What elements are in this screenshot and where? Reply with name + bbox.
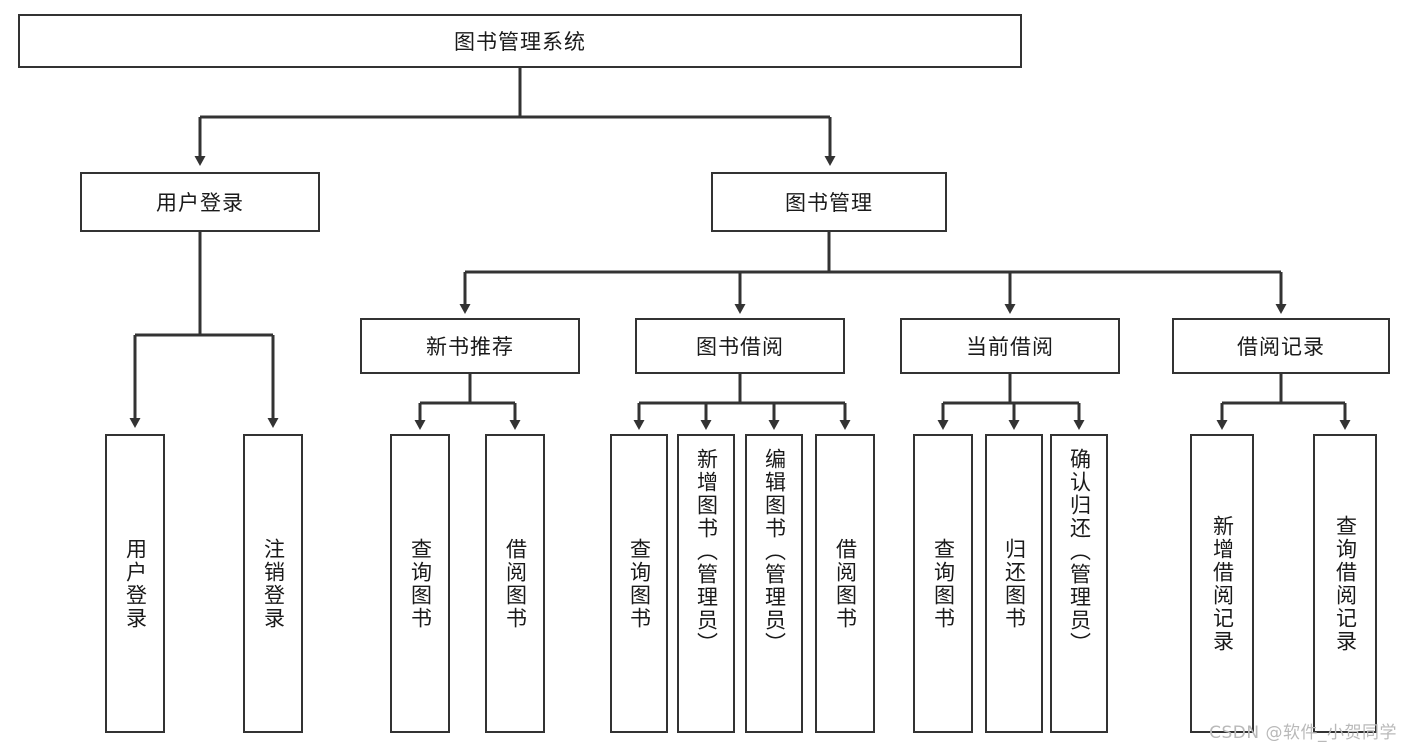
node-leaf-logout[interactable]: 注销登录 [243,434,303,733]
node-user-login[interactable]: 用户登录 [80,172,320,232]
node-leaf-query-borrow-record-label: 查询借阅记录 [1333,514,1358,653]
csdn-watermark: CSDN @软件_小贺同学 [1209,723,1397,743]
node-borrow-record[interactable]: 借阅记录 [1172,318,1390,374]
node-leaf-return-book-label: 归还图书 [1002,537,1027,630]
node-leaf-query-book-2-label: 查询图书 [627,537,652,630]
node-leaf-query-book-3-label: 查询图书 [931,537,956,630]
node-leaf-edit-book[interactable]: 编辑图书（管理员） [745,434,803,733]
node-book-borrow-label: 图书借阅 [696,335,784,359]
node-leaf-query-book-2[interactable]: 查询图书 [610,434,668,733]
node-leaf-query-book-3[interactable]: 查询图书 [913,434,973,733]
node-current-borrow-label: 当前借阅 [966,335,1054,359]
node-leaf-user-login[interactable]: 用户登录 [105,434,165,733]
node-new-book-recommend[interactable]: 新书推荐 [360,318,580,374]
node-leaf-add-book[interactable]: 新增图书（管理员） [677,434,735,733]
node-leaf-borrow-book-2[interactable]: 借阅图书 [815,434,875,733]
node-root-label: 图书管理系统 [454,30,586,54]
node-leaf-add-book-label: 新增图书（管理员） [694,448,719,655]
node-leaf-edit-book-label: 编辑图书（管理员） [762,448,787,655]
node-new-book-recommend-label: 新书推荐 [426,335,514,359]
node-root[interactable]: 图书管理系统 [18,14,1022,68]
node-leaf-logout-label: 注销登录 [261,537,286,630]
node-leaf-return-book[interactable]: 归还图书 [985,434,1043,733]
node-leaf-borrow-book-1-label: 借阅图书 [503,537,528,630]
node-leaf-borrow-book-2-label: 借阅图书 [833,537,858,630]
node-book-borrow[interactable]: 图书借阅 [635,318,845,374]
node-leaf-add-borrow-record-label: 新增借阅记录 [1210,514,1235,653]
node-user-login-label: 用户登录 [156,191,244,215]
node-leaf-confirm-return-label: 确认归还（管理员） [1067,448,1092,655]
node-leaf-query-book-1[interactable]: 查询图书 [390,434,450,733]
node-leaf-borrow-book-1[interactable]: 借阅图书 [485,434,545,733]
node-leaf-query-book-1-label: 查询图书 [408,537,433,630]
node-book-management[interactable]: 图书管理 [711,172,947,232]
node-book-management-label: 图书管理 [785,191,873,215]
node-leaf-user-login-label: 用户登录 [123,537,148,630]
node-borrow-record-label: 借阅记录 [1237,335,1325,359]
node-current-borrow[interactable]: 当前借阅 [900,318,1120,374]
node-leaf-add-borrow-record[interactable]: 新增借阅记录 [1190,434,1254,733]
node-leaf-confirm-return[interactable]: 确认归还（管理员） [1050,434,1108,733]
node-leaf-query-borrow-record[interactable]: 查询借阅记录 [1313,434,1377,733]
